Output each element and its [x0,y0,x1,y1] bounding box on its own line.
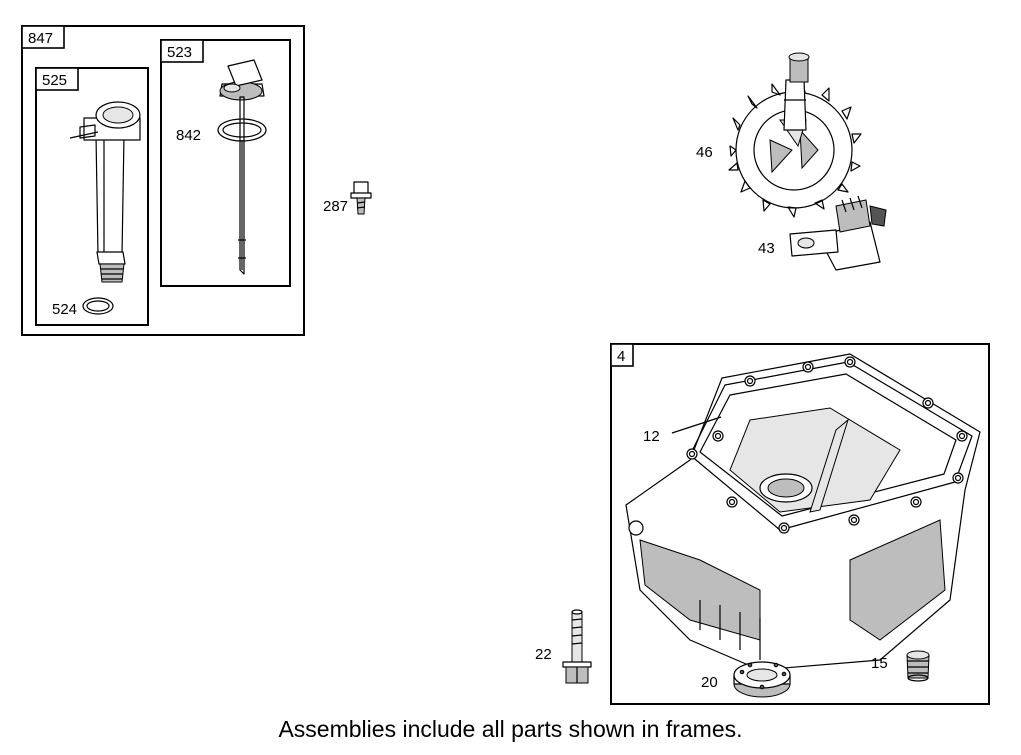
governor-assembly [789,195,887,271]
o-ring-842 [217,118,267,142]
leader-line-12 [671,416,722,434]
frame-525-label: 525 [42,72,67,89]
part-label-43: 43 [758,240,775,257]
oil-seal [733,661,791,698]
exploded-parts-diagram: 847 525 523 524 [21,25,990,705]
part-label-20: 20 [701,674,718,691]
screw-287 [350,181,372,215]
part-label-524: 524 [52,301,77,318]
part-label-22: 22 [535,646,552,663]
part-label-287: 287 [323,198,348,215]
dipstick [219,59,265,275]
frame-847-label: 847 [28,30,53,47]
oil-sump [625,353,981,671]
frame-847: 847 [21,25,305,336]
part-label-15: 15 [871,655,888,672]
footer-note: Assemblies include all parts shown in fr… [278,716,743,742]
o-ring-524 [82,297,114,315]
frame-4-label: 4 [617,348,625,365]
frame-523-label: 523 [167,44,192,61]
drain-plug [906,650,930,682]
frame-4: 4 [610,343,990,705]
cam-gear [728,52,862,218]
part-label-12: 12 [643,428,660,445]
frame-523: 523 [160,39,291,287]
part-label-842: 842 [176,127,201,144]
frame-525: 525 [35,67,149,326]
part-label-46: 46 [696,144,713,161]
oil-fill-tube [69,101,141,283]
bolt-22 [562,609,592,684]
